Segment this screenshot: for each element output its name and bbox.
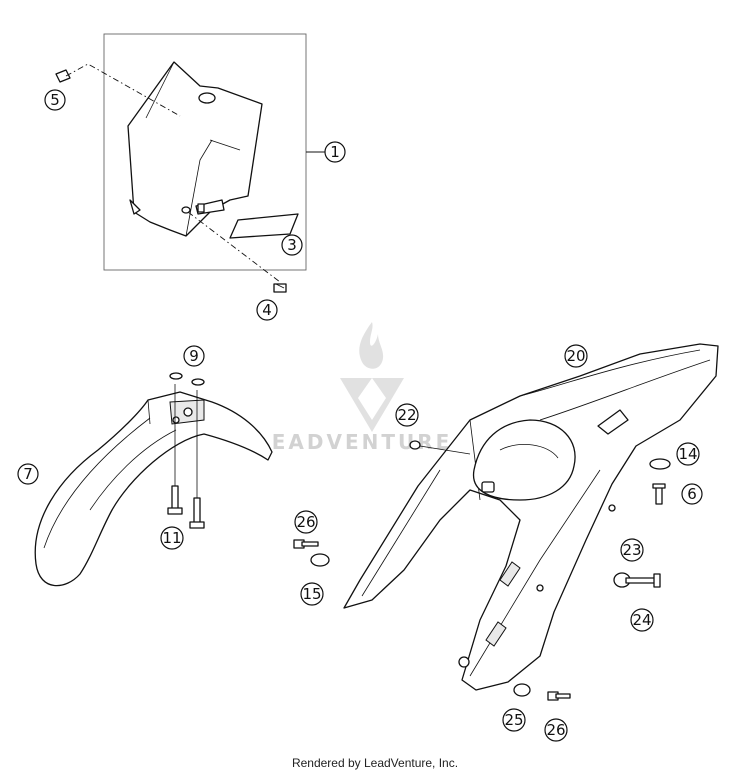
- svg-text:14: 14: [678, 445, 697, 463]
- svg-text:25: 25: [504, 711, 523, 729]
- callout-23: 23: [620, 538, 644, 562]
- svg-text:6: 6: [687, 485, 697, 503]
- callout-7: 7: [17, 463, 39, 485]
- callout-26-bottom: 26: [544, 718, 568, 742]
- callout-1: 1: [324, 141, 346, 163]
- callout-9: 9: [183, 345, 205, 367]
- callout-11: 11: [160, 526, 184, 550]
- watermark-text: LEADVENTURE: [256, 430, 452, 454]
- screw-4: [273, 283, 287, 293]
- callout-24: 24: [630, 608, 654, 632]
- svg-text:20: 20: [566, 347, 585, 365]
- nut-5: [55, 69, 71, 83]
- callout-22: 22: [395, 403, 419, 427]
- svg-text:26: 26: [296, 513, 315, 531]
- number-plate-decal: [229, 213, 299, 239]
- bolt-11b: [189, 497, 205, 529]
- svg-text:4: 4: [262, 301, 272, 319]
- svg-text:22: 22: [397, 406, 416, 424]
- callout-14: 14: [676, 442, 700, 466]
- callout-4: 4: [256, 299, 278, 321]
- leadventure-watermark: LEADVENTURE: [256, 322, 452, 454]
- footer-credit: Rendered by LeadVenture, Inc.: [291, 756, 459, 770]
- svg-text:1: 1: [330, 143, 340, 161]
- callout-20: 20: [564, 344, 588, 368]
- svg-text:3: 3: [287, 236, 297, 254]
- washer-9a: [169, 372, 183, 380]
- svg-text:24: 24: [632, 611, 651, 629]
- svg-text:7: 7: [23, 465, 33, 483]
- rear-fender: [343, 343, 719, 691]
- nut-22: [409, 440, 421, 450]
- grommet-25: [513, 683, 531, 697]
- svg-text:15: 15: [302, 585, 321, 603]
- svg-text:23: 23: [622, 541, 641, 559]
- number-plate: [127, 61, 263, 237]
- callout-25: 25: [502, 708, 526, 732]
- svg-text:26: 26: [546, 721, 565, 739]
- svg-text:5: 5: [50, 91, 60, 109]
- bolt-11a: [167, 485, 183, 515]
- washer-9b: [191, 378, 205, 386]
- svg-text:11: 11: [162, 529, 181, 547]
- screw-26b: [547, 691, 571, 701]
- svg-text:9: 9: [189, 347, 199, 365]
- grommet-15: [310, 553, 330, 567]
- callout-6: 6: [681, 483, 703, 505]
- callout-15: 15: [300, 582, 324, 606]
- bolt-24: [625, 573, 661, 588]
- callout-3: 3: [281, 234, 303, 256]
- screw-26a: [293, 539, 319, 549]
- grommet-14: [649, 458, 671, 470]
- screw-6: [652, 483, 666, 505]
- callout-26-left: 26: [294, 510, 318, 534]
- front-fender: [34, 391, 273, 587]
- callout-5: 5: [44, 89, 66, 111]
